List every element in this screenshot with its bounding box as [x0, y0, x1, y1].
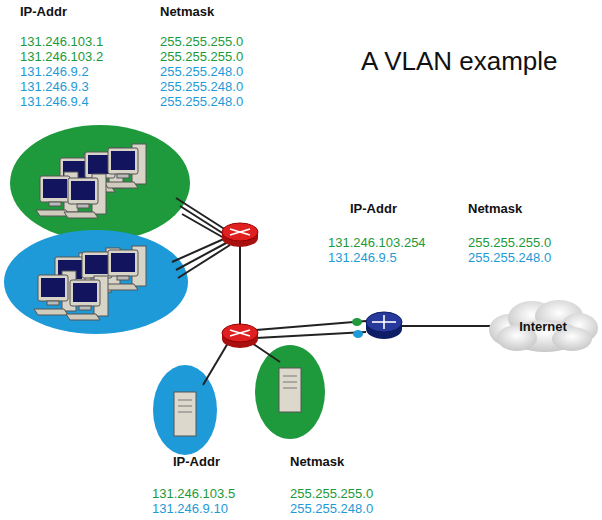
router: [352, 312, 402, 339]
ip-address: 131.246.9.5: [328, 250, 397, 265]
computer-icon: [66, 276, 108, 320]
ip-address: 131.246.103.254: [328, 235, 426, 250]
column-header: IP-Addr: [20, 4, 67, 19]
column-header: Netmask: [160, 4, 214, 19]
cloud-label: Internet: [519, 319, 567, 334]
netmask-value: 255.255.255.0: [468, 235, 551, 250]
computer-icon: [64, 174, 106, 218]
column-header: IP-Addr: [350, 201, 397, 216]
netmask-value: 255.255.248.0: [468, 250, 551, 265]
ip-address: 131.246.103.2: [20, 49, 103, 64]
netmask-value: 255.255.255.0: [160, 34, 243, 49]
internet-cloud: Internet: [487, 298, 599, 354]
computer-icon: [104, 246, 146, 290]
diagram-title: A VLAN example: [361, 46, 558, 76]
netmask-value: 255.255.255.0: [290, 486, 373, 501]
netmask-value: 255.255.248.0: [160, 94, 243, 109]
column-header: Netmask: [290, 454, 344, 469]
ip-address: 131.246.9.10: [152, 501, 228, 516]
blue-vlan-area: [4, 230, 188, 334]
netmask-value: 255.255.248.0: [290, 501, 373, 516]
ip-address: 131.246.9.4: [20, 94, 89, 109]
ip-address: 131.246.9.3: [20, 79, 89, 94]
ip-address: 131.246.103.5: [152, 486, 235, 501]
green-vlan-area: [10, 125, 190, 241]
column-header: Netmask: [468, 201, 522, 216]
column-header: IP-Addr: [173, 454, 220, 469]
green-server-area: [255, 345, 325, 439]
netmask-value: 255.255.255.0: [160, 49, 243, 64]
cloud-puffs: [489, 300, 598, 352]
switch-top: [222, 223, 258, 247]
wires: [172, 198, 490, 385]
ip-address: 131.246.9.2: [20, 64, 89, 79]
switch-bottom: [222, 324, 258, 348]
server-icon: [279, 368, 301, 412]
netmask-value: 255.255.248.0: [160, 79, 243, 94]
ip-address: 131.246.103.1: [20, 34, 103, 49]
server-icon: [174, 392, 196, 436]
netmask-value: 255.255.248.0: [160, 64, 243, 79]
computer-icon: [104, 144, 146, 188]
